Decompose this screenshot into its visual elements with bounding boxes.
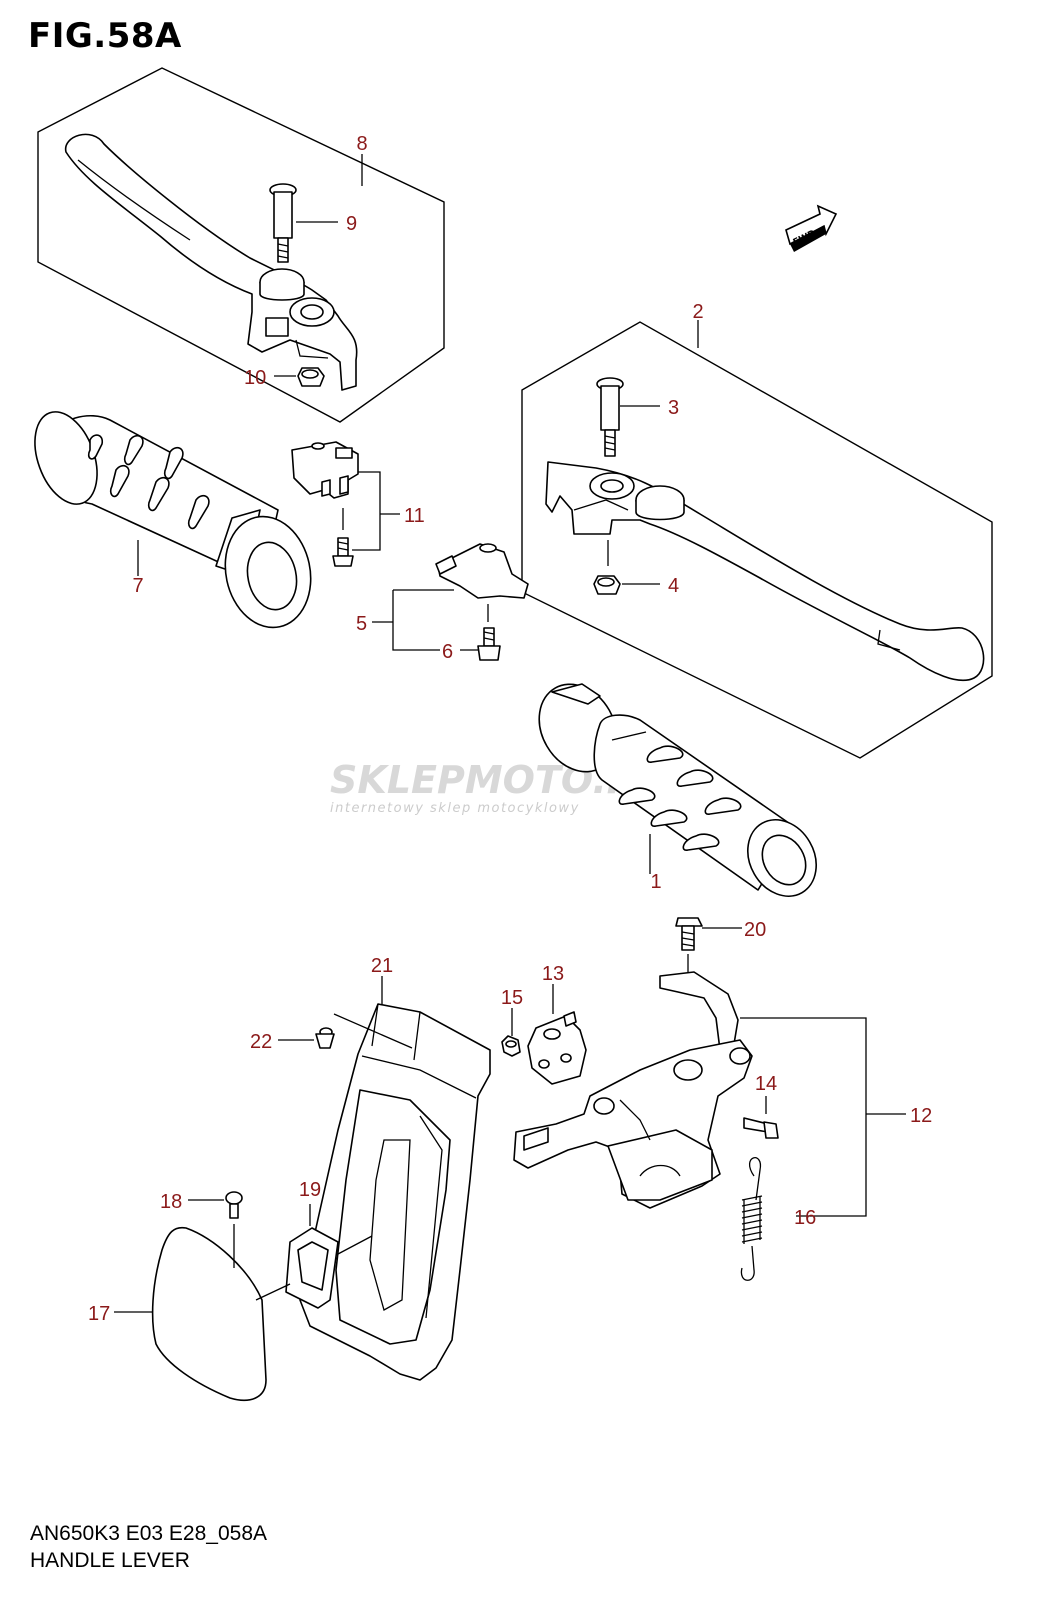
callout-20: 20	[744, 919, 766, 941]
leader-5-6	[372, 589, 478, 651]
part-3-pivot-bolt[interactable]	[596, 377, 624, 457]
part-11-screw[interactable]	[332, 537, 354, 567]
part-14-bolt[interactable]	[743, 1117, 779, 1139]
callout-6: 6	[442, 641, 453, 663]
part-11-switch[interactable]	[291, 441, 359, 499]
leader-11	[352, 471, 400, 551]
part-1-right-grip[interactable]	[524, 670, 830, 908]
callout-21: 21	[371, 955, 393, 977]
leader-17	[114, 1283, 291, 1313]
part-18-screw[interactable]	[225, 1191, 243, 1219]
figure-code: AN650K3 E03 E28_058A	[30, 1522, 268, 1545]
callout-12: 12	[910, 1105, 932, 1127]
group-box-left-lever	[37, 67, 445, 423]
fwd-arrow: FWD	[785, 204, 838, 252]
figure-footer: AN650K3 E03 E28_058A HANDLE LEVER	[30, 1520, 267, 1574]
part-15-nut[interactable]	[501, 1035, 521, 1057]
part-2-right-lever[interactable]	[545, 461, 985, 682]
part-19-grommet[interactable]	[285, 1227, 339, 1309]
leader-19	[309, 1204, 373, 1255]
part-21-cover[interactable]	[299, 1003, 491, 1381]
callout-19: 19	[299, 1179, 321, 1201]
callout-2: 2	[692, 301, 703, 323]
callout-numbers: 1 2 3 4 5 6 7 8 9 10 11 12 13 14 15 16 1…	[88, 133, 932, 1325]
callout-11: 11	[404, 505, 425, 527]
part-5-switch[interactable]	[435, 543, 529, 599]
leader-22	[278, 1013, 413, 1049]
part-6-screw[interactable]	[477, 627, 501, 661]
callout-3: 3	[668, 397, 679, 419]
figure-name: HANDLE LEVER	[30, 1549, 190, 1572]
callout-4: 4	[668, 575, 679, 597]
callout-18: 18	[160, 1191, 182, 1213]
part-10-nut[interactable]	[297, 367, 325, 387]
part-16-spring[interactable]	[740, 1157, 763, 1281]
callout-13: 13	[542, 963, 564, 985]
part-8-left-lever[interactable]	[65, 133, 358, 391]
part-22-screw[interactable]	[315, 1027, 335, 1049]
callout-9: 9	[346, 213, 357, 235]
callout-17: 17	[88, 1303, 110, 1325]
part-7-left-grip[interactable]	[23, 403, 320, 635]
callout-10: 10	[244, 367, 266, 389]
callout-14: 14	[755, 1073, 777, 1095]
figure-title: FIG.58A	[28, 16, 182, 56]
part-12-bracket[interactable]	[513, 971, 753, 1209]
watermark-brand-a: SKLEP	[330, 758, 465, 802]
callout-15: 15	[501, 987, 523, 1009]
callout-16: 16	[794, 1207, 816, 1229]
callout-1: 1	[650, 871, 661, 893]
leader-18	[188, 1199, 235, 1268]
part-13-switch[interactable]	[527, 1011, 587, 1085]
part-9-pivot-bolt[interactable]	[269, 183, 297, 263]
watermark-tagline: internetowy sklep motocyklowy	[330, 801, 580, 816]
callout-7: 7	[132, 575, 143, 597]
part-20-bolt[interactable]	[675, 917, 703, 951]
callout-5: 5	[356, 613, 367, 635]
part-4-nut[interactable]	[593, 575, 621, 595]
callout-22: 22	[250, 1031, 272, 1053]
leader-12	[740, 1017, 906, 1217]
callout-8: 8	[356, 133, 367, 155]
part-17-panel[interactable]	[151, 1226, 267, 1402]
